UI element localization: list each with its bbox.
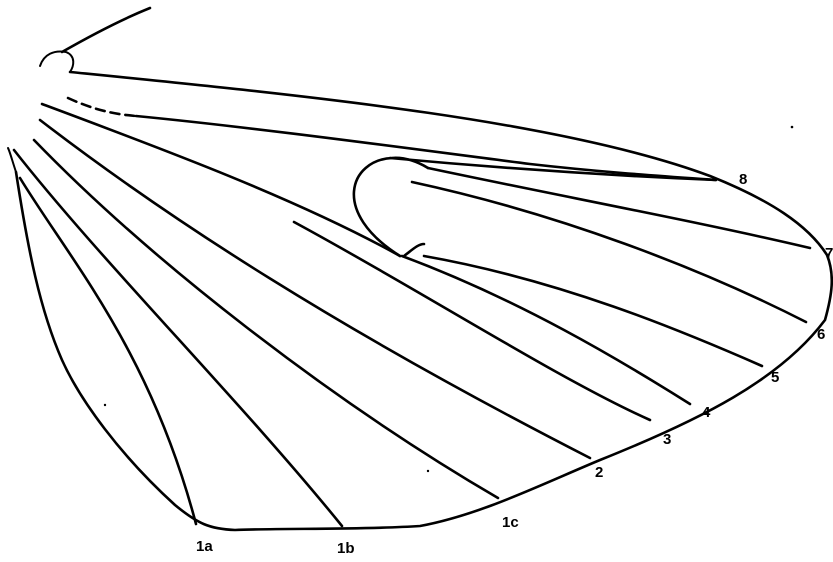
subcostal-vein <box>134 114 718 182</box>
label-vein-2: 2 <box>595 464 603 481</box>
discal-cell-closing <box>402 242 426 258</box>
vein-1c <box>32 138 500 500</box>
label-vein-4: 4 <box>702 404 711 421</box>
vein-8 <box>388 156 718 182</box>
speck <box>790 125 794 129</box>
label-vein-5: 5 <box>771 369 779 386</box>
label-vein-7: 7 <box>825 245 833 262</box>
vein-7 <box>426 166 812 250</box>
label-vein-6: 6 <box>817 326 825 343</box>
label-vein-8: 8 <box>739 171 747 188</box>
discal-cell-upper <box>40 102 402 258</box>
label-vein-1c: 1c <box>502 514 519 531</box>
dashed-vein <box>66 96 138 118</box>
speck <box>103 403 107 407</box>
vein-3 <box>292 220 652 422</box>
discal-cell-loop <box>352 156 430 258</box>
speck <box>426 469 430 473</box>
vein-4 <box>400 254 692 406</box>
vein-1b <box>12 148 344 528</box>
wing-outline <box>14 70 833 532</box>
vein-6 <box>410 180 808 324</box>
vein-5 <box>422 254 764 368</box>
label-vein-1a: 1a <box>196 538 213 555</box>
label-vein-3: 3 <box>663 431 671 448</box>
wing-base-arc <box>39 50 75 73</box>
vein-1a <box>18 176 198 526</box>
label-vein-1b: 1b <box>337 540 355 557</box>
costal-base-stub <box>60 6 152 54</box>
inner-margin-base <box>7 147 17 173</box>
vein-2 <box>38 118 592 460</box>
